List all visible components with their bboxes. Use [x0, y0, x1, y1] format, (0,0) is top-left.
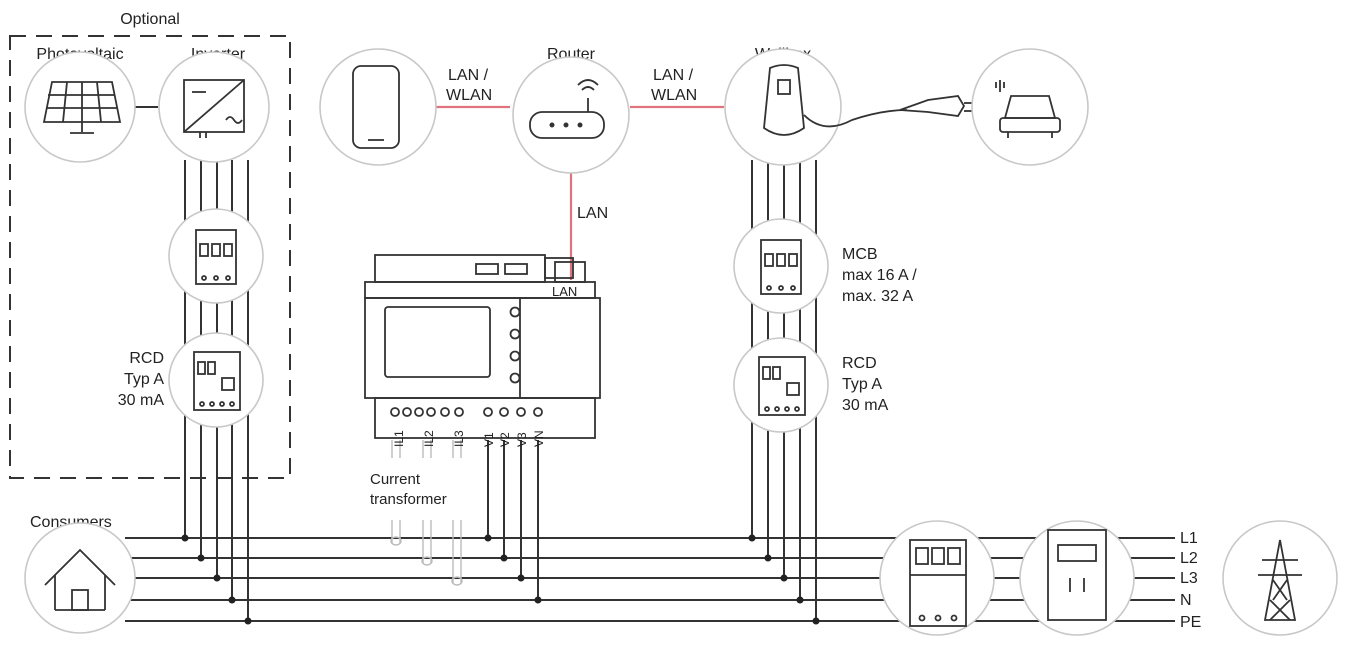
- smartphone-node: [319, 48, 437, 166]
- rcd-icon: [758, 356, 806, 416]
- meter-terminal-screws: [390, 407, 543, 417]
- bus-label-l3: L3: [1180, 570, 1198, 587]
- bus-lines: [125, 537, 1175, 622]
- solar-panel-icon: [42, 81, 122, 134]
- optional-label: Optional: [120, 11, 180, 28]
- right-mcb-node: [733, 218, 829, 314]
- photovoltaic-node: [24, 51, 136, 163]
- energy-meter: [364, 254, 601, 439]
- router-node: [512, 56, 630, 174]
- left-breaker-node: [168, 208, 264, 304]
- bus-label-n: N: [1180, 592, 1192, 609]
- left-rcd-node: [168, 332, 264, 428]
- current-transformer-leads: [390, 440, 463, 586]
- meter-lan-port-label: LAN: [552, 284, 577, 299]
- inverter-junction-dots: [181, 534, 252, 625]
- right-rcd-label-1: RCD: [842, 355, 877, 372]
- circuit-breaker-icon: [195, 229, 237, 285]
- wallbox-node: [724, 48, 908, 166]
- rcd-icon: [193, 351, 241, 411]
- smartphone-icon: [352, 65, 400, 149]
- link-router-wallbox-label-2: WLAN: [651, 87, 697, 104]
- inverter-node: [158, 51, 270, 163]
- link-phone-router-label-1: LAN /: [448, 67, 489, 84]
- meter-terminal-vn: VN: [532, 430, 546, 447]
- wallbox-icon: [763, 64, 908, 136]
- right-rcd-label-3: 30 mA: [842, 397, 889, 414]
- meter-voltage-wires: [487, 440, 539, 600]
- bus-label-pe: PE: [1180, 614, 1201, 631]
- right-rcd-node: [733, 337, 829, 433]
- optional-frame: [9, 35, 291, 479]
- charging-plug-icon: [899, 95, 972, 117]
- car-node: [971, 48, 1089, 166]
- link-router-meter-label: LAN: [577, 205, 608, 222]
- meter-terminal-il1: IL1: [392, 430, 406, 447]
- right-rcd-label-2: Typ A: [842, 376, 882, 393]
- left-rcd-label-3: 30 mA: [118, 392, 165, 409]
- circuit-breaker-icon: [909, 539, 967, 627]
- left-rcd-label-1: RCD: [129, 350, 164, 367]
- meter-terminal-v2: V2: [498, 432, 512, 447]
- meter-terminal-v3: V3: [515, 432, 529, 447]
- main-breaker-node: [879, 520, 995, 636]
- meter-cabinet-icon: [1047, 529, 1107, 621]
- right-mcb-label-3: max. 32 A: [842, 288, 913, 305]
- meter-terminal-v1: V1: [482, 432, 496, 447]
- link-phone-router-label-2: WLAN: [446, 87, 492, 104]
- meter-terminal-il2: IL2: [422, 430, 436, 447]
- car-icon: [995, 80, 1061, 138]
- circuit-breaker-icon: [760, 239, 802, 295]
- house-icon: [44, 548, 116, 611]
- inverter-icon: [183, 79, 245, 138]
- left-rcd-label-2: Typ A: [124, 371, 164, 388]
- meter-terminal-il3: IL3: [452, 430, 466, 447]
- right-mcb-label-1: MCB: [842, 246, 878, 263]
- grid-node: [1222, 520, 1338, 636]
- bus-label-l1: L1: [1180, 530, 1198, 547]
- current-transformer-label-1: Current: [370, 471, 421, 488]
- right-mcb-label-2: max 16 A /: [842, 267, 917, 284]
- power-pylon-icon: [1258, 539, 1302, 621]
- wallbox-junction-dots: [748, 534, 820, 625]
- consumers-node: [24, 522, 136, 634]
- meter-junction-dots: [484, 534, 542, 604]
- router-icon: [529, 79, 605, 139]
- bus-label-l2: L2: [1180, 550, 1198, 567]
- meter-cabinet-node: [1019, 520, 1135, 636]
- current-transformer-label-2: transformer: [370, 491, 447, 508]
- link-router-wallbox-label-1: LAN /: [653, 67, 694, 84]
